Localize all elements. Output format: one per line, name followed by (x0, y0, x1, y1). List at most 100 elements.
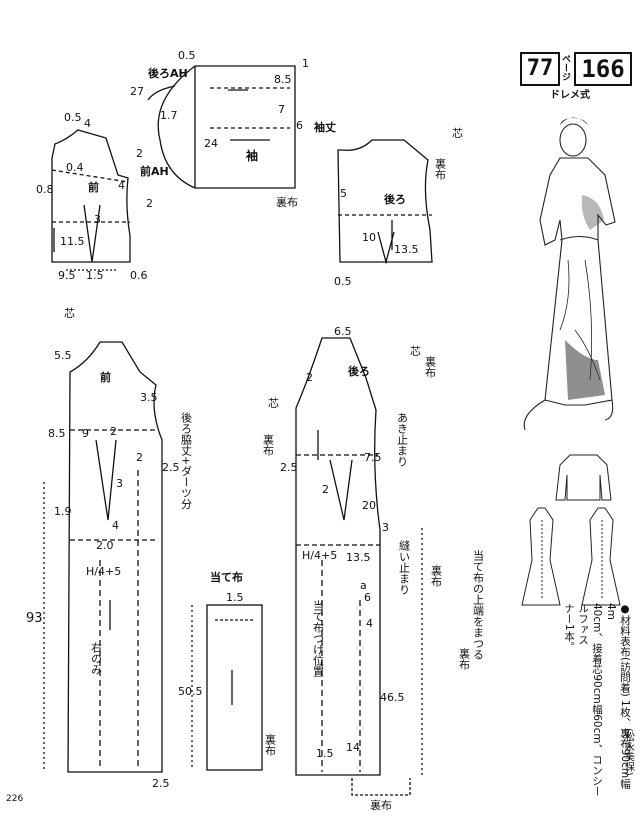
figure-dress (539, 157, 616, 406)
measurement: 24 (204, 137, 218, 150)
label-front-dress: 前 (100, 371, 111, 384)
measurement: 11.5 (60, 235, 85, 248)
measurement: 0.8 (36, 183, 54, 196)
materials-note: (松永美保) (622, 728, 634, 776)
label-hip-front: H/4+5 (86, 565, 122, 578)
measurement: 4 (84, 117, 91, 130)
measurement: 9 (82, 427, 89, 440)
materials-heading: ●材料 (619, 603, 631, 636)
measurement: 3.5 (140, 391, 158, 404)
sleeve-outline (157, 65, 296, 189)
measurement: 1 (302, 57, 309, 70)
measurement: 0.6 (130, 269, 148, 282)
measurement: 2 (136, 147, 143, 160)
measurement: 14 (346, 741, 360, 754)
measurement: 50.5 (178, 685, 203, 698)
measurement: 5 (340, 187, 347, 200)
label-a-mark: a (360, 579, 367, 592)
label-lining-right-lower: 裏布 (457, 648, 471, 670)
label-hip-back: H/4+5 (302, 549, 338, 562)
label-lining-back-neck: 裏布 (423, 356, 437, 378)
badge-page-unit: ページ (560, 53, 570, 81)
measurement: 27 (130, 85, 144, 98)
measurement: 2 (322, 483, 329, 496)
measurement: 3 (116, 477, 123, 490)
figure-head (559, 123, 587, 157)
front-dress-outline (67, 341, 163, 773)
label-back-ah: 後ろAH (148, 67, 188, 80)
measurement: 1.5 (226, 591, 244, 604)
measurement: 4 (112, 519, 119, 532)
label-lining-back-side: 裏布 (261, 434, 275, 456)
label-interfacing-front: 芯 (64, 307, 75, 320)
label-facing-attach-position: 当て布つけ位置 (311, 600, 325, 677)
measurement: 4 (118, 179, 125, 192)
label-facing-top-edge: 当て布の上端をまつる (471, 550, 485, 660)
label-lining-bottom: 裏布 (370, 799, 392, 812)
measurement: 3 (94, 213, 101, 226)
materials-text: ●材料表布(訪問着) 1枚、裏布90cm幅4m 40cm、接着芯90cm幅60c… (562, 603, 632, 803)
label-right-only: 右のみ (89, 642, 103, 675)
measurement: 0.5 (64, 111, 82, 124)
label-front-ah: 前AH (140, 165, 169, 178)
flat-front-dress (521, 507, 561, 606)
measurement: 9.5 (58, 269, 76, 282)
measurement: 0.5 (178, 49, 196, 62)
measurement: 1.9 (54, 505, 72, 518)
measurement: 3 (382, 521, 389, 534)
badge-page-number: 77 (520, 52, 560, 86)
label-facing: 当て布 (210, 571, 243, 584)
measurement: 10 (362, 231, 376, 244)
label-lining-sleeve: 裏布 (276, 196, 298, 209)
badge-pattern-number: 166 (574, 52, 632, 86)
page-number: 226 (6, 794, 24, 804)
measurement: 6 (296, 119, 303, 132)
materials-line1: 表布(訪問着) 1枚、裏布90cm幅4m (605, 603, 631, 789)
label-interfacing-back-side: 芯 (268, 397, 279, 410)
materials-line2: 40cm、接着芯90cm幅60cm、コンシールファス (577, 603, 603, 797)
measurement: 13.5 (346, 551, 371, 564)
measurement: 1.7 (160, 109, 178, 122)
label-stitch-end: 縫い止まり (397, 540, 411, 595)
measurement: 8.5 (274, 73, 292, 86)
measurement: 7.5 (364, 451, 382, 464)
label-lining-back: 裏布 (433, 158, 447, 180)
flat-jacket (555, 454, 612, 501)
measurement: 4 (366, 617, 373, 630)
measurement: 7 (278, 103, 285, 116)
badge-style: ドレメ式 (550, 90, 590, 101)
measurement: 2 (306, 371, 313, 384)
measurement: 5.5 (54, 349, 72, 362)
measurement: 2 (146, 197, 153, 210)
pattern-number-badge: 77 ページ 166 ドレメ式 (520, 52, 632, 101)
measurement: 8.5 (48, 427, 66, 440)
label-interfacing-back: 芯 (452, 127, 463, 140)
measurement: 0.5 (334, 275, 352, 288)
materials-line3: ナー1本。 (563, 603, 575, 652)
measurement: 20 (362, 499, 376, 512)
measurement: 46.5 (380, 691, 405, 704)
measurement: 1.5 (86, 269, 104, 282)
back-bodice-outline (337, 139, 433, 263)
measurement: 13.5 (394, 243, 419, 256)
label-back-dress: 後ろ (348, 365, 370, 378)
measurement: 1.5 (316, 747, 334, 760)
label-sleeve-length: 袖丈 (314, 121, 336, 134)
label-opening-end: あき止まり (395, 412, 409, 467)
measurement: 6 (364, 591, 371, 604)
measurement: 2.5 (162, 461, 180, 474)
label-lining-right: 裏布 (429, 565, 443, 587)
measurement: 2 (136, 451, 143, 464)
measurement: 2.5 (152, 777, 170, 790)
measurement: 6.5 (334, 325, 352, 338)
label-sleeve: 袖 (246, 149, 259, 163)
measurement: 0.4 (66, 161, 84, 174)
label-interfacing-back-neck: 芯 (410, 345, 421, 358)
measurement: 2 (110, 425, 117, 438)
label-front-top: 前 (88, 181, 99, 194)
label-back-side-seam-dart: 後ろ脇丈+ダーツ分 (179, 412, 193, 510)
back-dress-outline (295, 337, 381, 776)
measurement: 2.0 (96, 539, 114, 552)
measurement: 93 (26, 611, 43, 626)
